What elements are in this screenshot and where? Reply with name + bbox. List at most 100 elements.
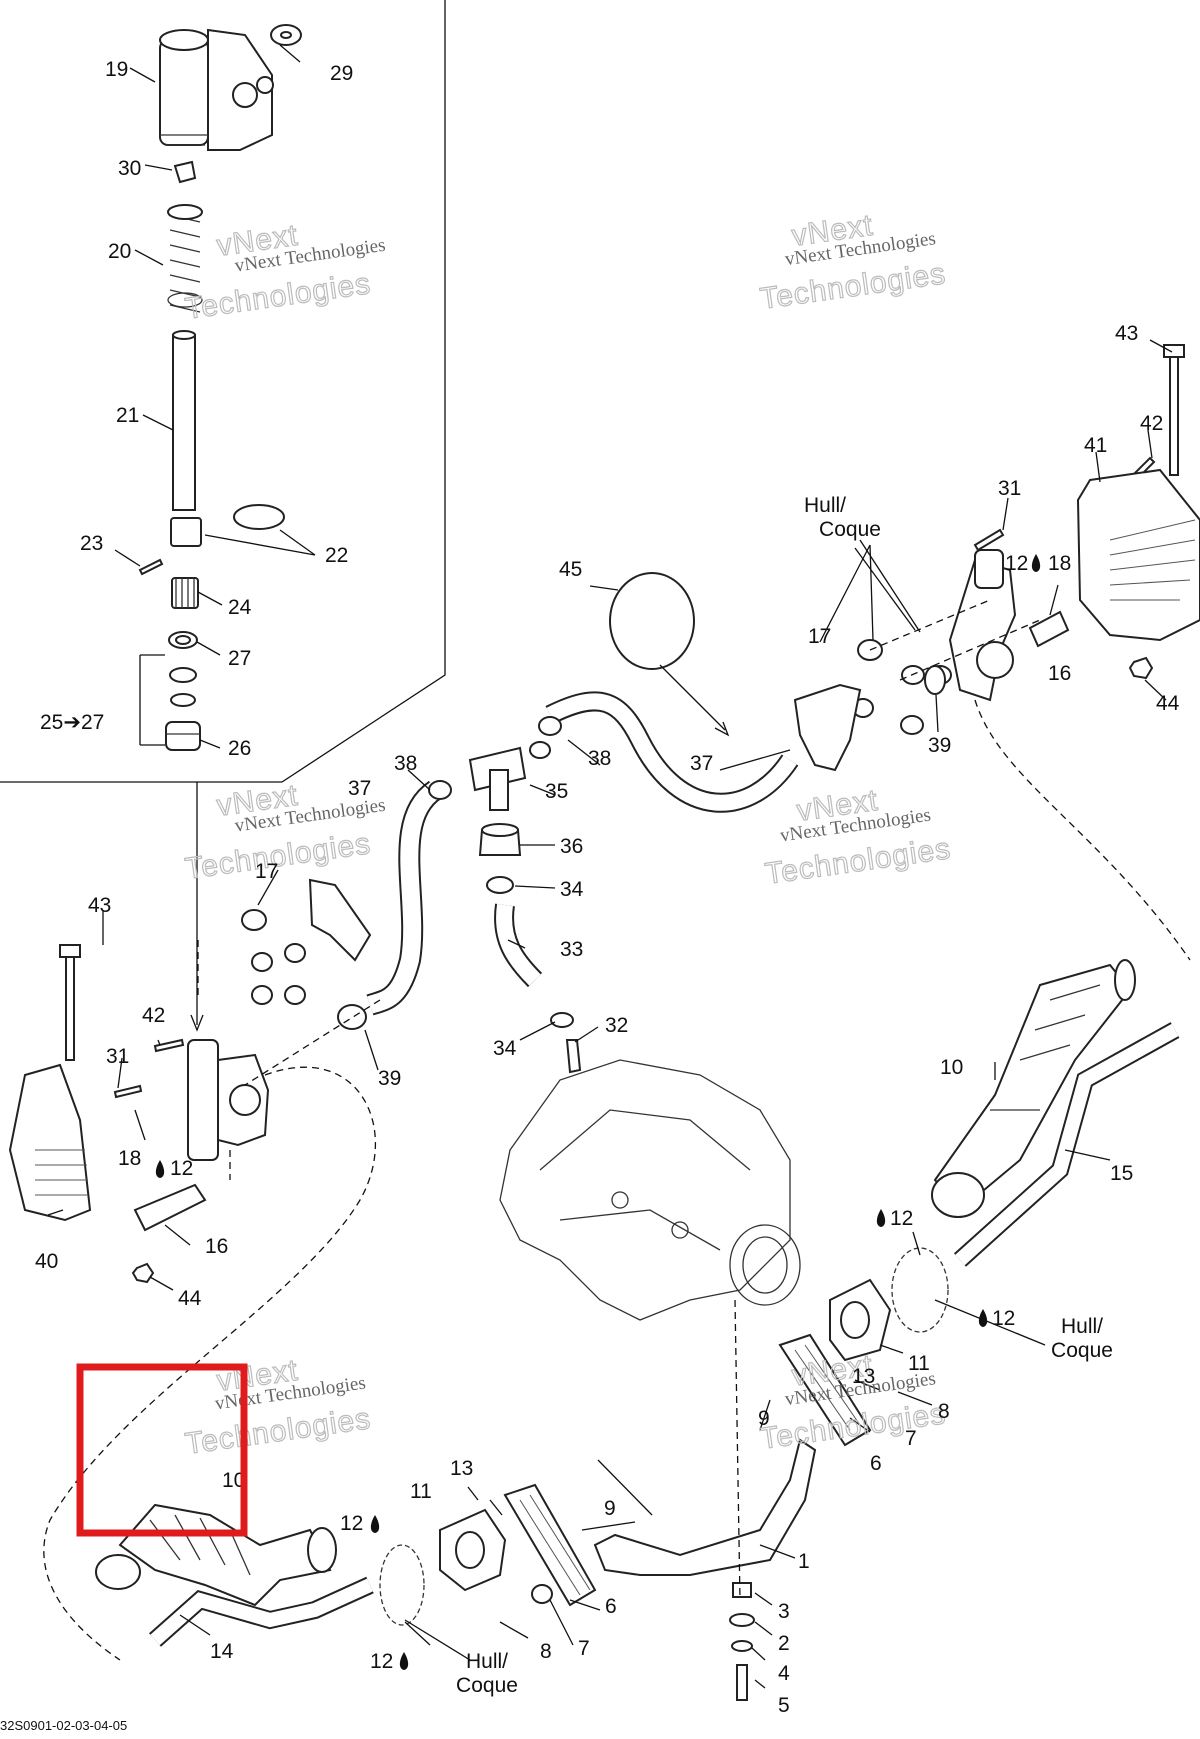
callout-29: 29: [330, 62, 353, 85]
gear-24: [171, 577, 199, 609]
callout-39-left: 39: [378, 1067, 401, 1090]
callout-13-left: 13: [450, 1457, 473, 1480]
hose-37-upper: [545, 691, 799, 813]
seal-27: [168, 631, 198, 707]
jet-pump-housing: [499, 1059, 801, 1321]
callout-12-right-c: 12: [992, 1307, 1015, 1330]
callout-6-right: 6: [870, 1452, 882, 1475]
callout-34-upper: 34: [560, 878, 584, 901]
flange-11-left: [439, 1508, 507, 1592]
watermark-group: vNext vNext Technologies Technologies vN…: [183, 208, 954, 1461]
callout-9-left: 9: [604, 1497, 616, 1520]
callout-13-right: 13: [852, 1365, 875, 1388]
clamp-38-left: [428, 780, 452, 800]
bolt-43-right: [1163, 344, 1185, 476]
highlight-box[interactable]: [76, 1363, 248, 1537]
duct-10-right: [931, 959, 1136, 1218]
hull-label-lower: Hull/ Coque: [456, 1650, 518, 1697]
callout-8-left: 8: [540, 1640, 552, 1663]
dashed-axis-left: [197, 940, 381, 1180]
svg-text:Hull/: Hull/: [466, 1650, 508, 1673]
nozzle-guard-40: [8, 1063, 92, 1222]
callout-35: 35: [545, 780, 568, 803]
callout-42-right: 42: [1140, 412, 1163, 435]
svg-text:Coque: Coque: [1051, 1339, 1113, 1362]
callout-12-right-a: 12: [1005, 552, 1028, 575]
lever-housing-19: [159, 28, 274, 151]
nut-44-left: [131, 1262, 155, 1284]
callout-2: 2: [778, 1632, 790, 1655]
duct-10-left: [95, 1503, 337, 1607]
washer-29: [270, 24, 302, 46]
callout-8-right: 8: [938, 1400, 950, 1423]
arm-6-left: [503, 1483, 597, 1607]
spring-20: [167, 204, 203, 313]
callout-20: 20: [108, 240, 131, 263]
arrow-to-hose: [659, 664, 730, 737]
callout-38-right: 38: [588, 747, 611, 770]
gasket-12-left: [379, 1544, 425, 1626]
svg-text:Hull/: Hull/: [1061, 1315, 1103, 1338]
link-17-left: [241, 878, 372, 1005]
callout-33: 33: [560, 938, 583, 961]
callout-26: 26: [228, 737, 251, 760]
nozzle-guard-41: [1076, 468, 1200, 642]
flange-11-right: [829, 1278, 892, 1362]
callout-17-right: 17: [808, 625, 831, 648]
callout-12-right-b: 12: [890, 1207, 913, 1230]
drop-icon: [876, 1209, 886, 1227]
hull-label-right: Hull/ Coque: [1051, 1315, 1113, 1362]
arm-6-right: [778, 1333, 872, 1447]
drawing-code: 32S0901-02-03-04-05: [0, 1718, 127, 1733]
hose-33: [494, 903, 543, 988]
hull-label-upper: Hull/ Coque: [804, 494, 916, 631]
steering-housing-left: [187, 1039, 270, 1161]
svg-text:Coque: Coque: [456, 1674, 518, 1697]
callout-39-right: 39: [928, 734, 951, 757]
callout-15: 15: [1110, 1162, 1133, 1185]
callout-37-right: 37: [690, 752, 713, 775]
callout-25-27: 25➔27: [40, 711, 104, 734]
nut-26: [165, 721, 201, 751]
tube-15: [953, 1022, 1180, 1267]
callout-12-left-c: 12: [370, 1650, 393, 1673]
callout-12-left-a: 12: [170, 1157, 193, 1180]
callout-40: 40: [35, 1250, 58, 1273]
washer-7-left: [531, 1584, 553, 1604]
callout-45: 45: [559, 558, 582, 581]
callout-17-left: 17: [255, 860, 278, 883]
callout-41: 41: [1084, 434, 1107, 457]
dashed-path-right: [974, 699, 1191, 961]
callout-32: 32: [605, 1014, 628, 1037]
cam-16-left: [133, 1183, 207, 1232]
bushing-22: [170, 504, 285, 547]
tube-14: [149, 1576, 374, 1647]
svg-text:Hull/: Hull/: [804, 494, 846, 517]
drop-icon: [399, 1652, 409, 1670]
callout-11-left: 11: [410, 1480, 432, 1503]
callout-10-left: 10: [222, 1469, 245, 1492]
callout-3: 3: [778, 1600, 790, 1623]
inset-frame: [0, 0, 446, 783]
callout-12-left-b: 12: [340, 1512, 363, 1535]
callout-22: 22: [325, 544, 348, 567]
steering-housing-right: [948, 549, 1017, 702]
screw-42-left: [153, 1038, 185, 1053]
callout-14: 14: [210, 1640, 234, 1663]
callout-36: 36: [560, 835, 583, 858]
svg-text:Coque: Coque: [819, 518, 881, 541]
clip-30: [173, 160, 197, 184]
ring-39-right: [924, 665, 946, 695]
clamp-34-lower: [550, 1012, 574, 1028]
callout-44-right: 44: [1156, 692, 1180, 715]
callout-21: 21: [116, 404, 139, 427]
arrow-down: [190, 782, 204, 1032]
callout-9-right: 9: [758, 1407, 770, 1430]
callout-labels: 19 29 30 20 21 23 22 24 27 25➔27 26 43 4…: [35, 58, 1180, 1717]
callout-31-right: 31: [998, 477, 1021, 500]
bolt-43-left: [59, 944, 81, 1061]
gasket-12-right: [891, 1247, 949, 1333]
callout-1: 1: [798, 1550, 810, 1573]
